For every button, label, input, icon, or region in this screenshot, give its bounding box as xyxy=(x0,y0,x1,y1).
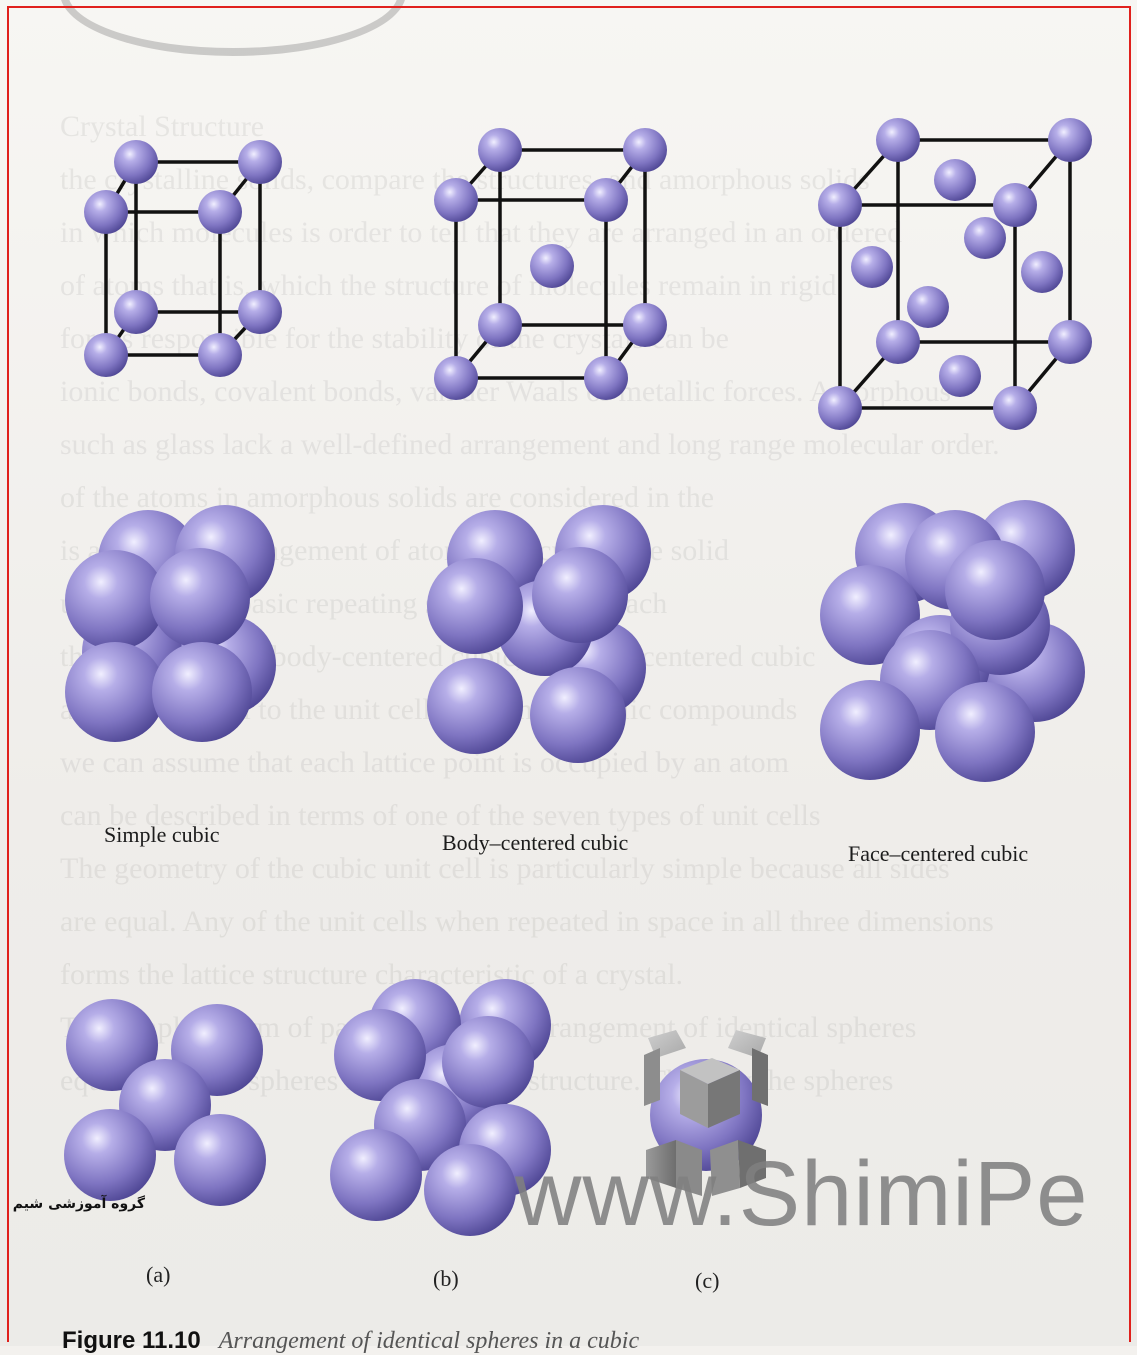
simple-cubic-packing xyxy=(65,505,276,742)
face-centered-cubic-packing xyxy=(820,500,1085,782)
simple-cubic-atoms xyxy=(84,140,282,377)
watermark-text: www.ShimiPe xyxy=(515,1142,1088,1247)
panel-label-b: (b) xyxy=(433,1266,459,1292)
figure-caption-text: Arrangement of identical spheres in a cu… xyxy=(219,1328,639,1354)
figure-number: Figure 11.10 xyxy=(62,1327,201,1354)
caption-body-centered-cubic: Body–centered cubic xyxy=(442,830,628,856)
figure-caption: Figure 11.10 Arrangement of identical sp… xyxy=(62,1327,639,1355)
caption-face-centered-cubic: Face–centered cubic xyxy=(848,841,1028,867)
caption-simple-cubic: Simple cubic xyxy=(104,822,219,848)
panel-label-c: (c) xyxy=(695,1268,719,1294)
layer-a-spheres xyxy=(64,999,266,1206)
panel-label-a: (a) xyxy=(146,1262,170,1288)
body-centered-cubic-packing xyxy=(427,505,651,763)
persian-group-label: گروه آموزشی شیم xyxy=(0,1196,145,1212)
